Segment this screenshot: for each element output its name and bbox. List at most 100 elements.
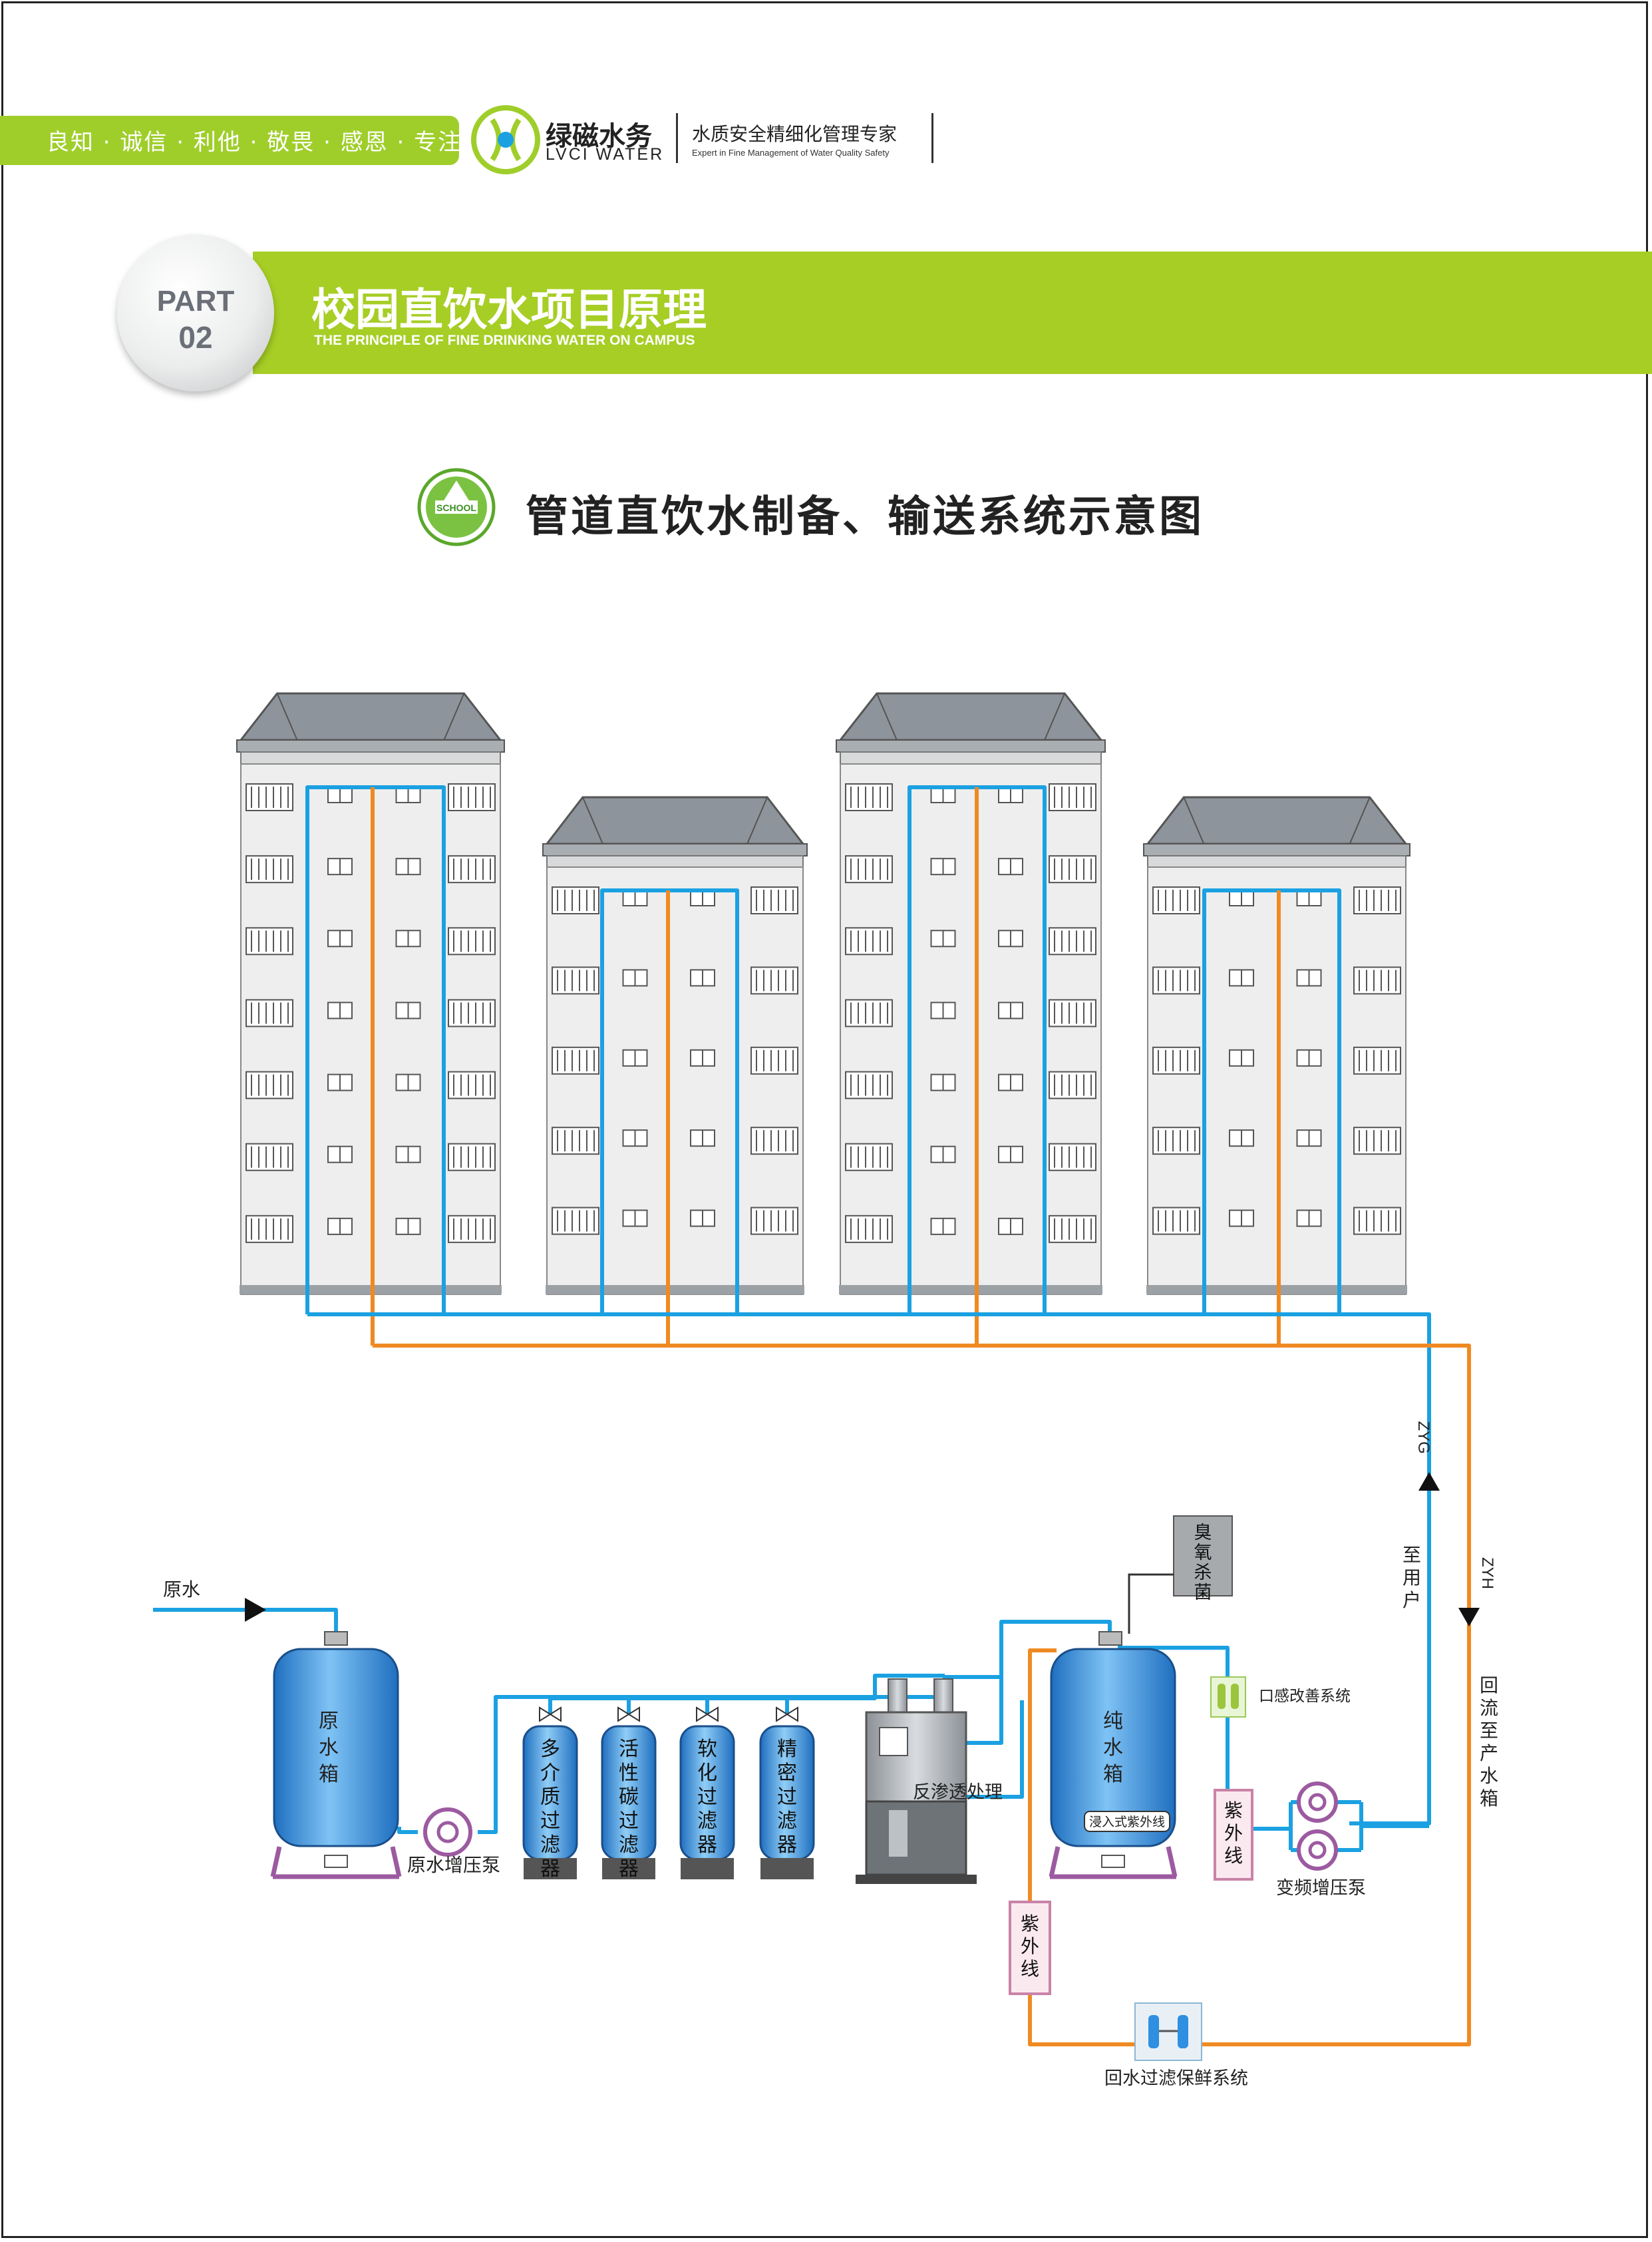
window bbox=[327, 858, 353, 876]
raw-tank-label-char: 箱 bbox=[319, 1763, 339, 1786]
balcony-right bbox=[1353, 1207, 1401, 1235]
wall bbox=[840, 763, 1102, 1295]
balcony-left bbox=[246, 783, 293, 811]
balcony-right bbox=[750, 1046, 798, 1075]
return-to-tank-label-char: 至 bbox=[1480, 1720, 1498, 1742]
valve-icon bbox=[617, 1706, 640, 1722]
valve-icon bbox=[539, 1706, 562, 1722]
filter-label-char: 过 bbox=[540, 1809, 560, 1833]
buildings bbox=[236, 692, 1410, 1295]
immersed-uv-box bbox=[1084, 1811, 1170, 1832]
filter-label-char: 质 bbox=[540, 1785, 560, 1809]
motto-bar bbox=[0, 116, 459, 165]
section-title-english: THE PRINCIPLE OF FINE DRINKING WATER ON … bbox=[314, 333, 695, 348]
filter-label-char: 过 bbox=[619, 1809, 639, 1833]
balcony-right bbox=[750, 1207, 798, 1235]
roof-eave bbox=[836, 739, 1106, 753]
window bbox=[998, 930, 1023, 948]
window bbox=[395, 1073, 421, 1091]
window bbox=[930, 1145, 956, 1163]
return-filter-label: 回水过滤保鲜系统 bbox=[1104, 2068, 1248, 2089]
taste-system-label: 口感改善系统 bbox=[1259, 1688, 1351, 1705]
balcony-left bbox=[845, 1214, 893, 1243]
header-divider-right bbox=[931, 113, 933, 163]
filter-label-char: 介 bbox=[540, 1762, 560, 1785]
window bbox=[327, 1073, 353, 1091]
roof-eave bbox=[542, 843, 808, 856]
return-filter-icon bbox=[1134, 2002, 1202, 2061]
company-motto: 良知 · 诚信 · 利他 · 敬畏 · 感恩 · 专注 bbox=[47, 129, 462, 156]
window bbox=[930, 930, 956, 948]
window bbox=[998, 858, 1023, 876]
raw-tank-label: 原水箱 bbox=[319, 1710, 339, 1786]
part-label: PART bbox=[156, 285, 235, 317]
balcony-right bbox=[1353, 966, 1401, 995]
ozone-label-char: 臭 bbox=[1194, 1523, 1212, 1543]
balcony-right bbox=[750, 886, 798, 914]
window bbox=[690, 1049, 715, 1067]
base bbox=[546, 1285, 804, 1294]
balcony-left bbox=[246, 927, 293, 956]
uv-return-label-char: 紫 bbox=[1021, 1913, 1039, 1935]
balcony-right bbox=[1353, 1127, 1401, 1155]
roof-band bbox=[546, 855, 804, 868]
balcony-left bbox=[1152, 1207, 1200, 1235]
window bbox=[998, 1073, 1023, 1091]
ro-concentrate bbox=[966, 1700, 1024, 1799]
roof-band bbox=[840, 751, 1102, 765]
window bbox=[395, 930, 421, 948]
zyh-arrow bbox=[1458, 1608, 1480, 1626]
brand-name: 绿磁水务 bbox=[546, 121, 652, 152]
balcony-left bbox=[552, 966, 599, 995]
window bbox=[930, 858, 956, 876]
school-badge-text: SCHOOL bbox=[436, 502, 476, 513]
section-title: 校园直饮水项目原理 bbox=[311, 284, 707, 335]
window bbox=[395, 1145, 421, 1163]
window bbox=[622, 1129, 648, 1147]
pure-tank-label: 纯水箱 bbox=[1103, 1710, 1123, 1786]
balcony-left bbox=[246, 1071, 293, 1099]
part-number: 02 bbox=[178, 320, 213, 355]
filter-label-char: 密 bbox=[777, 1762, 797, 1785]
window bbox=[622, 1049, 648, 1067]
tagline: 水质安全精细化管理专家 bbox=[692, 123, 898, 145]
window bbox=[327, 1145, 353, 1163]
vf-pump-label: 变频增压泵 bbox=[1276, 1878, 1366, 1899]
header-divider bbox=[676, 113, 678, 163]
valve-icon bbox=[776, 1706, 798, 1722]
filter-label-char: 器 bbox=[697, 1833, 717, 1857]
roof-band bbox=[1147, 855, 1406, 868]
taste-system-icon bbox=[1210, 1676, 1246, 1718]
window bbox=[395, 858, 421, 876]
window bbox=[327, 1002, 353, 1020]
ozone-label-char: 菌 bbox=[1194, 1583, 1212, 1603]
pipe-network bbox=[153, 785, 1480, 2046]
zyg-arrow bbox=[1418, 1472, 1440, 1491]
balcony-right bbox=[1049, 999, 1096, 1028]
window bbox=[998, 1145, 1023, 1163]
brand-english: LVCI WATER bbox=[546, 145, 665, 164]
ozone-label-char: 杀 bbox=[1194, 1563, 1212, 1583]
tagline-english: Expert in Fine Management of Water Quali… bbox=[692, 148, 890, 158]
uv-return-label-char: 线 bbox=[1021, 1958, 1039, 1980]
filter-label-char: 器 bbox=[777, 1833, 797, 1857]
vf-pump-2 bbox=[1297, 1829, 1338, 1871]
filter-label-char: 软 bbox=[697, 1738, 717, 1761]
section-banner bbox=[253, 252, 1652, 374]
window bbox=[395, 1002, 421, 1020]
window bbox=[690, 1209, 715, 1227]
to-user-label: 至用户 bbox=[1403, 1544, 1421, 1611]
vf-pump-1 bbox=[1297, 1781, 1338, 1823]
ro-to-pure-tank bbox=[966, 1620, 1112, 1745]
filter-label-char: 碳 bbox=[619, 1785, 639, 1809]
window bbox=[1296, 1049, 1322, 1067]
window bbox=[395, 1217, 421, 1235]
window bbox=[1229, 969, 1254, 987]
window bbox=[930, 1073, 956, 1091]
balcony-left bbox=[552, 1127, 599, 1155]
window bbox=[1296, 1129, 1322, 1147]
